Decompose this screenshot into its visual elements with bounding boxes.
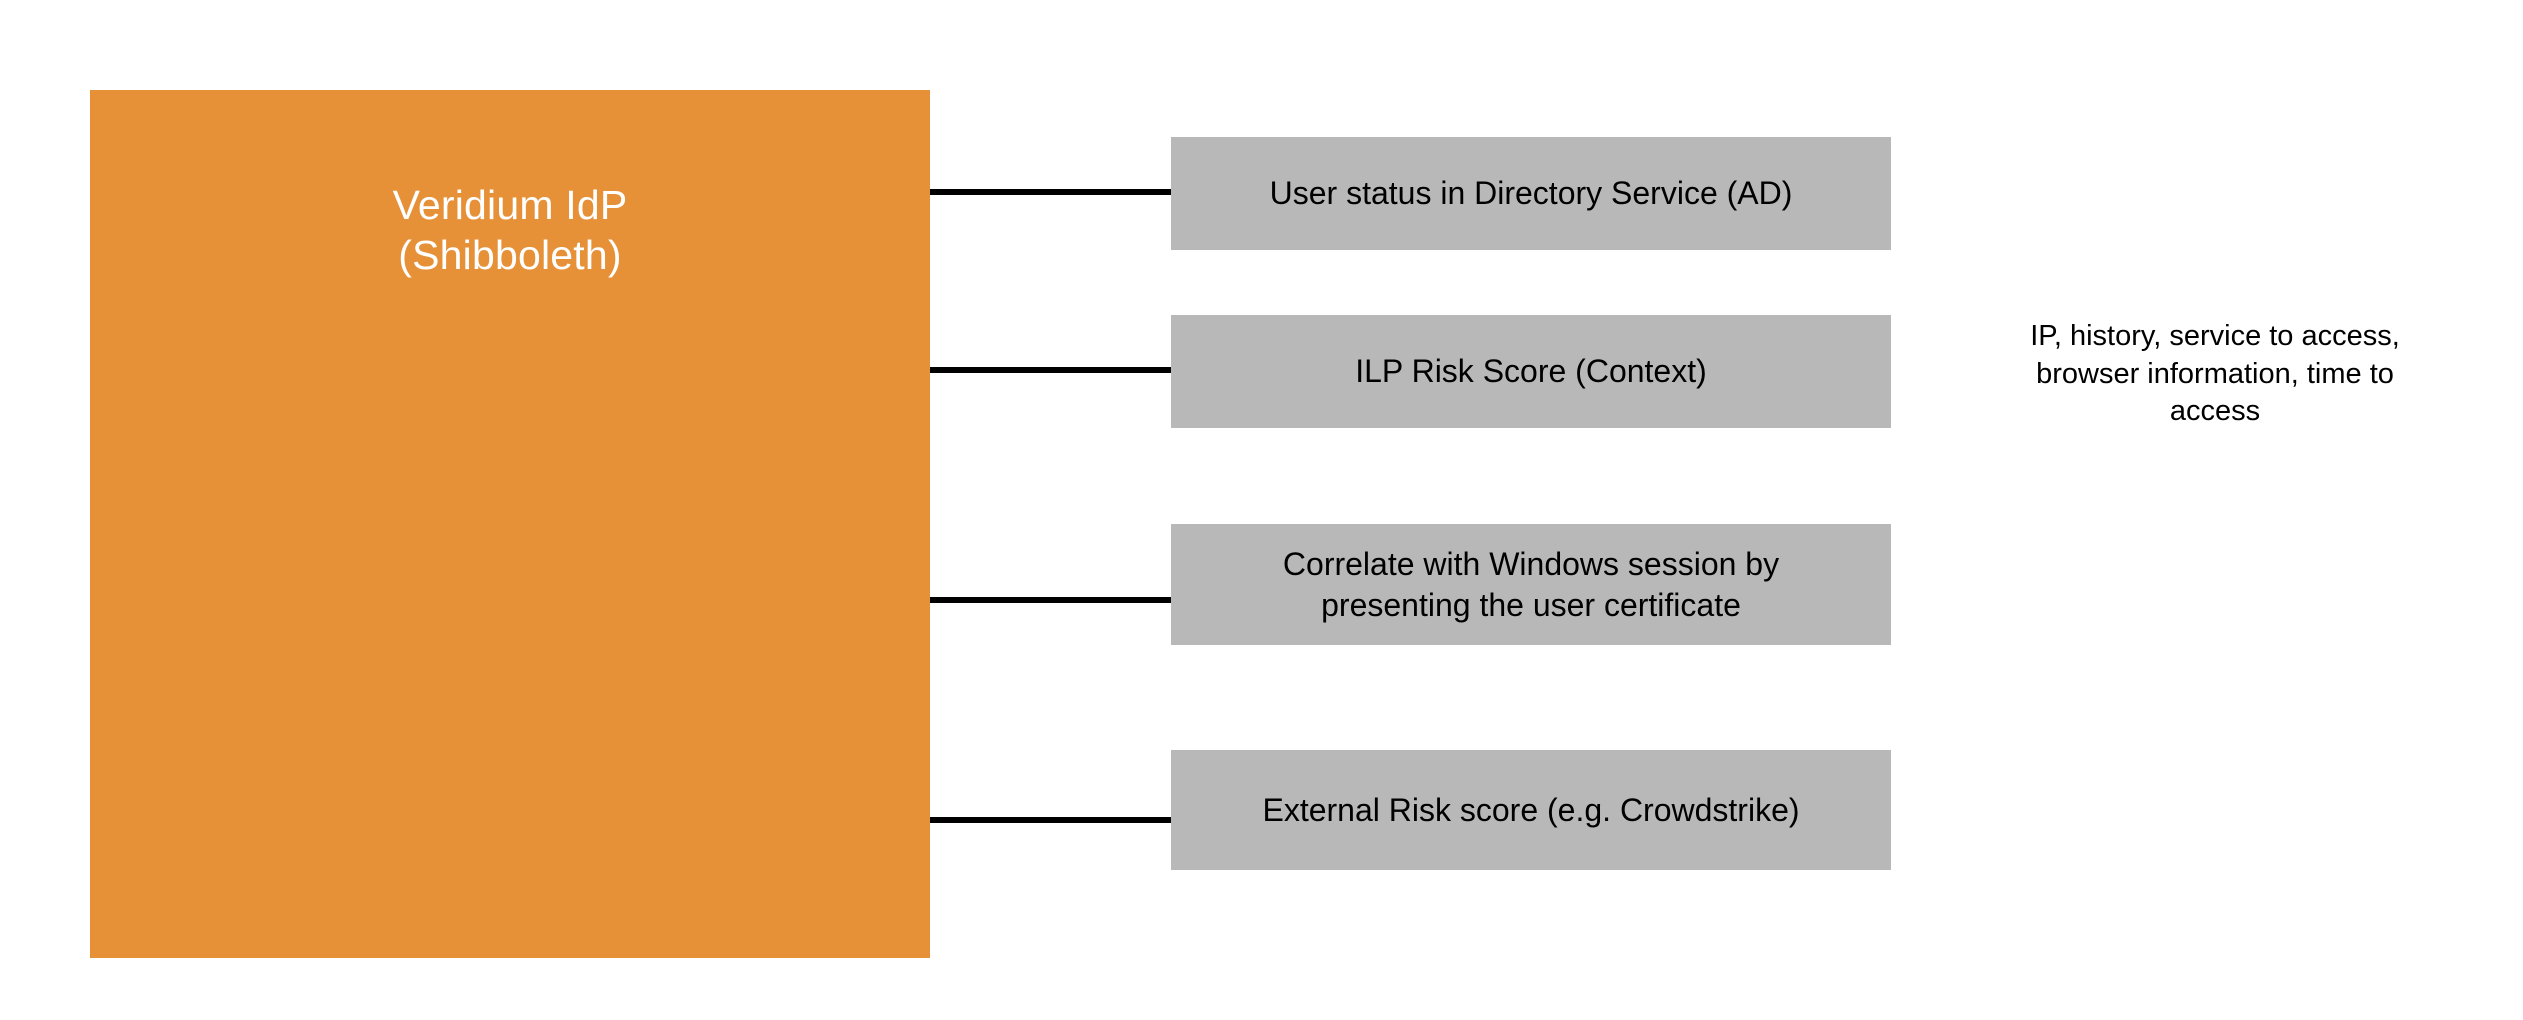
- attribute-node-windows-session-correlation[interactable]: Correlate with Windows session by presen…: [1171, 524, 1891, 645]
- attribute-node-external-risk-score[interactable]: External Risk score (e.g. Crowdstrike): [1171, 750, 1891, 870]
- connector-line-4: [930, 817, 1173, 823]
- context-annotation-text: IP, history, service to access, browser …: [2030, 320, 2400, 428]
- attribute-node-label: ILP Risk Score (Context): [1355, 353, 1707, 390]
- idp-node[interactable]: Veridium IdP (Shibboleth): [90, 90, 930, 958]
- idp-node-label: Veridium IdP (Shibboleth): [392, 182, 628, 279]
- connector-line-3: [930, 597, 1173, 603]
- attribute-node-ilp-risk-score[interactable]: ILP Risk Score (Context): [1171, 315, 1891, 428]
- attribute-node-label: External Risk score (e.g. Crowdstrike): [1262, 791, 1800, 828]
- connector-line-2: [930, 367, 1173, 373]
- attribute-node-label: Correlate with Windows session by presen…: [1282, 545, 1780, 623]
- attribute-node-label: User status in Directory Service (AD): [1269, 175, 1793, 212]
- connector-line-1: [930, 189, 1173, 195]
- attribute-node-user-status[interactable]: User status in Directory Service (AD): [1171, 137, 1891, 250]
